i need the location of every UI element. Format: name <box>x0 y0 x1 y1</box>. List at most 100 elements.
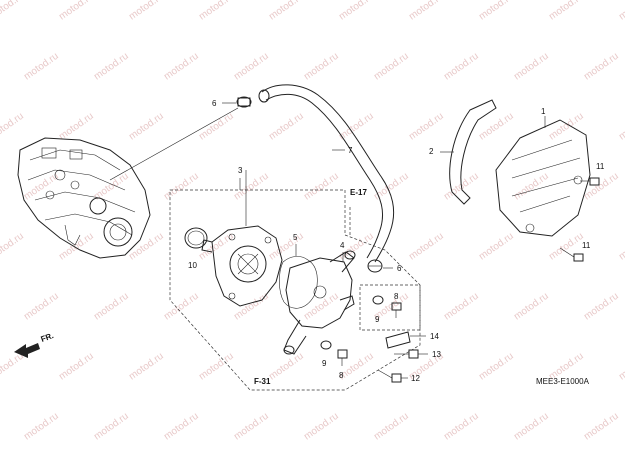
diagram-code: MEE3-E1000A <box>536 377 590 386</box>
watermark-text: motod.ru <box>617 231 625 263</box>
gasket-5 <box>279 256 318 309</box>
callout-9-upper: 9 <box>375 315 380 324</box>
watermark-text: motod.ru <box>267 351 306 383</box>
watermark-text: motod.ru <box>372 411 411 443</box>
watermark-text: motod.ru <box>232 51 271 83</box>
callout-6-top: 6 <box>212 99 217 108</box>
watermark-text: motod.ru <box>57 231 96 263</box>
watermark-text: motod.ru <box>512 291 551 323</box>
watermark-text: motod.ru <box>617 351 625 383</box>
hose-7-outer <box>261 84 395 263</box>
watermark-text: motod.ru <box>0 351 26 383</box>
watermark-text: motod.ru <box>0 231 26 263</box>
callout-7: 7 <box>348 146 353 155</box>
hose-7-inner <box>265 93 384 259</box>
watermark-text: motod.ru <box>197 0 236 22</box>
callout-9-lower: 9 <box>322 359 327 368</box>
watermark-text: motod.ru <box>0 0 26 22</box>
watermark-text: motod.ru <box>127 0 166 22</box>
watermark-text: motod.ru <box>162 171 201 203</box>
watermark-text: motod.ru <box>302 51 341 83</box>
watermark-text: motod.ru <box>267 0 306 22</box>
watermark-text: motod.ru <box>337 0 376 22</box>
watermark-text: motod.ru <box>302 291 341 323</box>
watermark-text: motod.ru <box>477 351 516 383</box>
watermark-text: motod.ru <box>302 411 341 443</box>
front-arrow-icon <box>14 343 40 358</box>
bolt-12 <box>377 369 402 383</box>
watermark-text: motod.ru <box>407 0 446 22</box>
cover-1 <box>495 119 591 237</box>
watermark-text: motod.ru <box>92 291 131 323</box>
watermark-text: motod.ru <box>372 51 411 83</box>
callout-8-lower: 8 <box>339 371 344 380</box>
callout-6-bottom: 6 <box>397 264 402 273</box>
watermark-text: motod.ru <box>442 291 481 323</box>
watermark-text: motod.ru <box>477 0 516 22</box>
bolt-13 <box>394 349 419 359</box>
watermark-text: motod.ru <box>57 351 96 383</box>
callout-10: 10 <box>188 261 197 270</box>
watermark-text: motod.ru <box>92 411 131 443</box>
watermark-text: motod.ru <box>547 0 586 22</box>
watermark-text: motod.ru <box>512 411 551 443</box>
watermark-text: motod.ru <box>0 111 26 143</box>
watermark-text: motod.ru <box>582 171 621 203</box>
watermark-text: motod.ru <box>197 351 236 383</box>
watermark-text: motod.ru <box>582 51 621 83</box>
washer-9-lower <box>320 340 332 350</box>
callout-1: 1 <box>541 107 546 116</box>
watermark-layer: motod.ru motod.ru motod.ru motod.ru motod.ru… <box>0 0 625 442</box>
ref-f31: F-31 <box>254 377 271 386</box>
watermark-text: motod.ru <box>127 111 166 143</box>
ref-e17: E-17 <box>350 188 367 197</box>
bolt-8-lower <box>337 349 348 366</box>
watermark-text: motod.ru <box>617 0 625 22</box>
callout-11-lower: 11 <box>582 241 591 250</box>
watermark-text: motod.ru <box>407 231 446 263</box>
watermark-text: motod.ru <box>162 411 201 443</box>
watermark-text: motod.ru <box>57 111 96 143</box>
callout-8-upper: 8 <box>394 292 399 301</box>
watermark-text: motod.ru <box>197 111 236 143</box>
watermark-text: motod.ru <box>477 231 516 263</box>
watermark-text: motod.ru <box>442 411 481 443</box>
watermark-text: motod.ru <box>162 51 201 83</box>
watermark-text: motod.ru <box>22 51 61 83</box>
callout-2: 2 <box>429 147 434 156</box>
watermark-text: motod.ru <box>22 411 61 443</box>
direction-label: FR. <box>40 331 55 344</box>
bracket-14 <box>385 331 411 349</box>
callout-4: 4 <box>340 241 345 250</box>
watermark-text: motod.ru <box>512 51 551 83</box>
bracket-2 <box>449 99 497 205</box>
pump-cover-4 <box>283 250 356 355</box>
watermark-text: motod.ru <box>407 111 446 143</box>
watermark-text: motod.ru <box>127 351 166 383</box>
watermark-text: motod.ru <box>582 411 621 443</box>
watermark-text: motod.ru <box>477 111 516 143</box>
hose-end <box>258 89 270 103</box>
watermark-text: motod.ru <box>92 51 131 83</box>
callout-11-upper: 11 <box>596 162 605 171</box>
clamp-6-top <box>236 96 252 108</box>
o-ring-10 <box>184 227 208 249</box>
callout-5: 5 <box>293 233 298 242</box>
engine-block <box>17 137 151 259</box>
watermark-text: motod.ru <box>512 171 551 203</box>
watermark-text: motod.ru <box>162 291 201 323</box>
watermark-text: motod.ru <box>302 171 341 203</box>
clamp-6-bottom <box>367 259 383 273</box>
watermark-text: motod.ru <box>582 291 621 323</box>
bolt-8-upper <box>391 302 402 318</box>
leader-engine-6 <box>109 107 239 181</box>
pump-body <box>201 225 283 307</box>
subassembly-outline-8-9 <box>359 284 421 331</box>
watermark-text: motod.ru <box>232 171 271 203</box>
bolt-11-lower <box>559 247 584 262</box>
callout-3: 3 <box>238 166 243 175</box>
watermark-text: motod.ru <box>547 111 586 143</box>
watermark-text: motod.ru <box>22 291 61 323</box>
callout-14: 14 <box>430 332 439 341</box>
